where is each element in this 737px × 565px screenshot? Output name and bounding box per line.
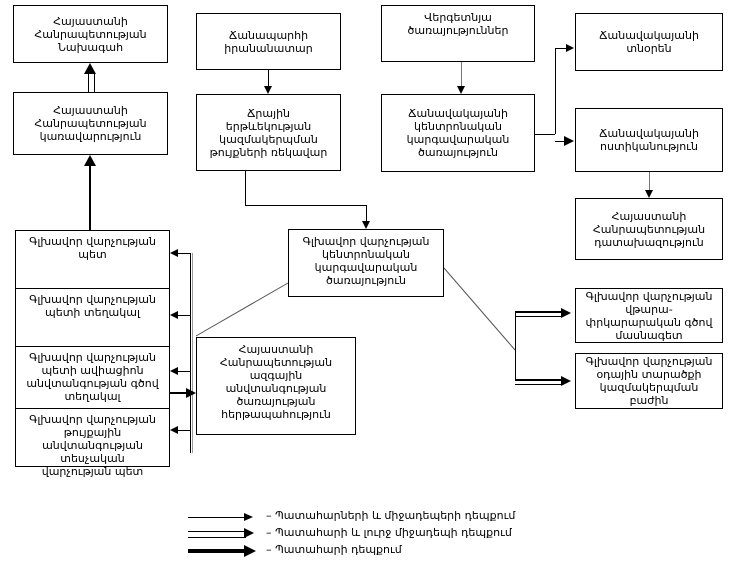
connector-central-vertical-split [555,48,556,134]
arrowhead-police-to-prosecutor [645,190,653,198]
arrowhead-chief-to-government [84,155,96,166]
connector-bus-to-permit-head [178,430,191,431]
legend-arrow-thin-icon [244,513,253,521]
connector-police-to-prosecutor [649,172,650,190]
connector-stack-bus-shadow [192,253,193,453]
legend-row-2: – Պատահարի դեպքում [188,543,608,561]
connector-to-analytical-group-2 [515,316,563,317]
connector-bus-to-security-deputy [178,371,191,372]
legend-label-1: – Պատահարի և լուրջ միջադեպի դեպքում [266,526,512,539]
legend-row-1: – Պատահարի և լուրջ միջադեպի դեպքում [188,526,608,544]
legend-line-thin-icon [188,517,246,518]
node-prosecutor[interactable]: Հայաստանի Հանրապետության դատախազություն [575,198,723,260]
connector-into-centermain [366,205,367,221]
node-chief-service-deputy[interactable]: Գլխավոր վարչության պետի տեղակալ [16,289,169,347]
node-chief-service-security-deputy[interactable]: Գլխավոր վարչության պետի ավիացիոն անվտանգ… [16,347,169,409]
connector-central-to-police [555,141,569,142]
arrowhead-roadfund-to-transporthead [264,86,272,94]
connector-right-branch-vertical [515,311,516,381]
node-chief-service-head[interactable]: Գլխավոր վարչության պետ [16,231,169,289]
chief-service-stack: Գլխավոր վարչության պետ Գլխավոր վարչությա… [15,230,170,478]
node-road-transport-head[interactable]: Ճրային երթևեկության կազմակերպման թույքնե… [196,94,341,171]
legend-arrow-double-icon [244,528,254,538]
connector-bus-to-head [178,253,191,254]
legend-line-double-icon [188,531,246,538]
node-road-central-service[interactable]: Ճանավակայանի կենտրոնական կարգավարական ծա… [381,94,535,172]
node-national-security[interactable]: Հայաստանի Հանրապետության ազգային անվտանգ… [196,337,356,435]
arrowhead-bus-to-security-deputy [170,367,178,375]
legend-label-0: – Պատահարների և միջադեպերի դեպքում [266,509,516,522]
connector-bus-to-deputy [178,315,191,316]
connector-transporthead-down [245,171,246,205]
connector-transporthead-right [245,205,366,206]
arrowhead-central-to-inspection [566,44,574,52]
legend-label-2: – Պատահարի դեպքում [266,543,402,556]
node-government[interactable]: Հայաստանի Հանրապետության կառավարություն [13,92,168,155]
arrowhead-to-analytical-group [561,308,571,318]
node-parliament-services[interactable]: Վերգետնյա ծառայություններ [381,5,535,62]
arrowhead-bus-to-permit-head [170,426,178,434]
node-analytical-group[interactable]: Գլխավոր վարչության վթարա- փրկարարական գծ… [575,288,723,343]
legend-row-0: – Պատահարների և միջադեպերի դեպքում [188,509,608,527]
node-center-main[interactable]: Գլխավոր վարչության կենտրոնական կարգավարա… [288,229,444,297]
arrowhead-bus-to-deputy [170,311,178,319]
connector-government-to-president [88,72,95,92]
node-road-police[interactable]: Ճանավակայանի ոստիկանություն [575,108,723,172]
node-chief-service-permit-head[interactable]: Գլխավոր վարչության թույքային անվտանգությ… [29,413,156,478]
connector-stack-bus [190,253,191,453]
legend: – Պատահարների և միջադեպերի դեպքում – Պատ… [188,509,608,561]
node-road-inspection[interactable]: Ճանավակայանի տնօրեն [575,13,723,71]
arrowhead-government-to-president [84,63,96,74]
arrowhead-central-to-police [564,136,574,146]
legend-line-thick-icon [188,549,246,553]
arrowhead-to-air-area-org [561,376,571,386]
legend-arrow-thick-icon [244,545,256,557]
node-road-fund[interactable]: Ճանապարհի իրանանատար [196,13,341,70]
connector-to-air-area-org-2 [515,384,563,385]
node-president[interactable]: Հայաստանի Հանրապետության Նախագահ [13,5,168,63]
arrowhead-into-centermain [362,221,370,229]
node-air-area-org[interactable]: Գլխավոր վարչության օդային տարածքի կազմակ… [575,353,723,409]
connector-central-to-inspection [555,48,569,49]
connector-roadfund-to-transporthead [268,70,269,86]
connector-central-right-stub [535,134,555,135]
connector-to-air-area-org [515,379,563,381]
arrowhead-bus-to-head [170,249,178,257]
arrowhead-parliament-to-central [457,86,465,94]
arrowhead-stack-to-national-security [186,388,196,398]
connector-to-analytical-group [515,311,563,313]
connector-chief-to-government [89,166,91,230]
connector-parliament-to-central [461,62,462,86]
connector-stack-to-national-security [160,392,191,394]
